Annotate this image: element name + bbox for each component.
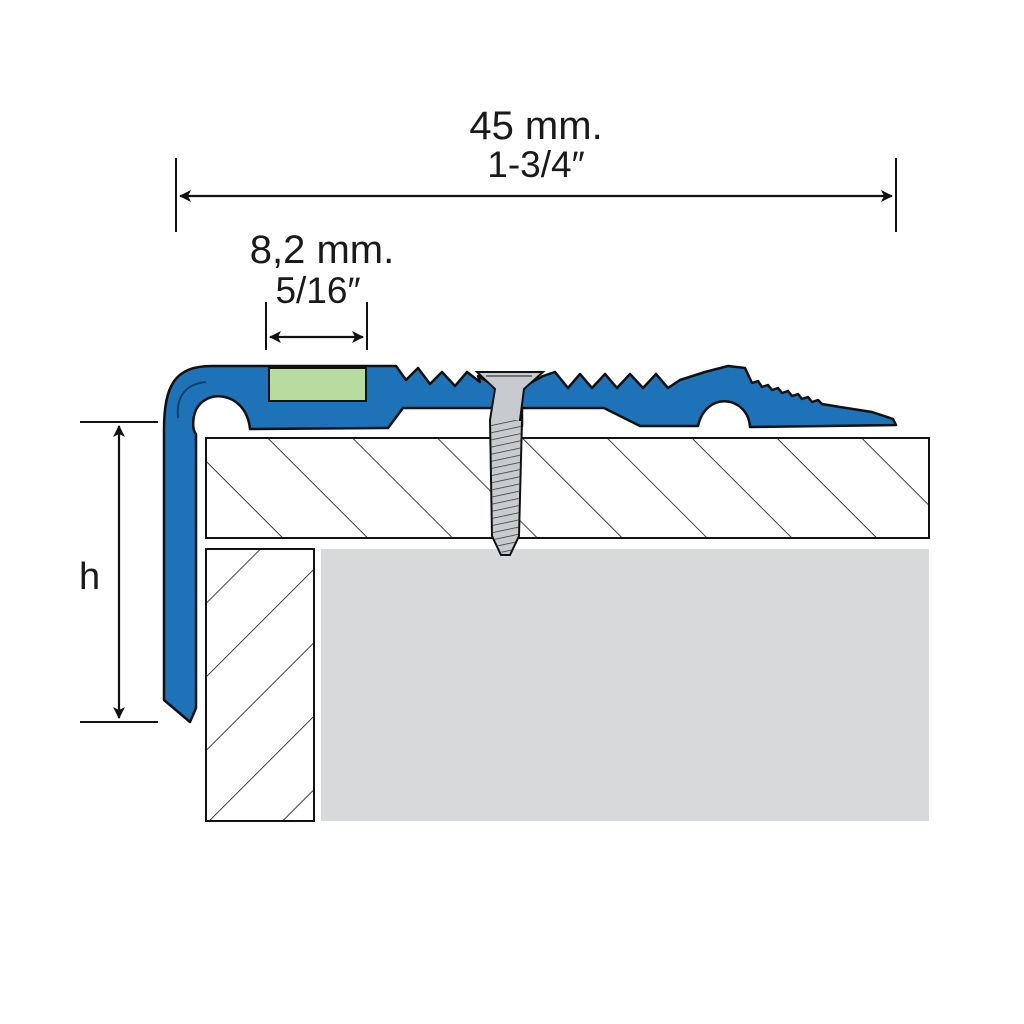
height-label: h xyxy=(79,556,101,598)
tread-board xyxy=(205,437,930,539)
countersunk-screw-icon xyxy=(474,371,546,556)
nose-channel xyxy=(176,381,207,419)
height-dimension xyxy=(80,421,158,723)
stair-body xyxy=(321,549,929,821)
nosing-profile xyxy=(162,364,898,724)
anti-slip-insert xyxy=(268,367,367,402)
insert-width-dimension xyxy=(265,302,368,350)
insert-width-imperial-label: 5/16″ xyxy=(275,270,361,311)
overall-width-imperial-label: 1-3/4″ xyxy=(487,144,585,185)
riser-board xyxy=(205,548,315,822)
overall-width-metric-label: 45 mm. xyxy=(469,104,603,148)
insert-width-metric-label: 8,2 mm. xyxy=(249,228,395,272)
overall-width-dimension xyxy=(175,158,897,232)
